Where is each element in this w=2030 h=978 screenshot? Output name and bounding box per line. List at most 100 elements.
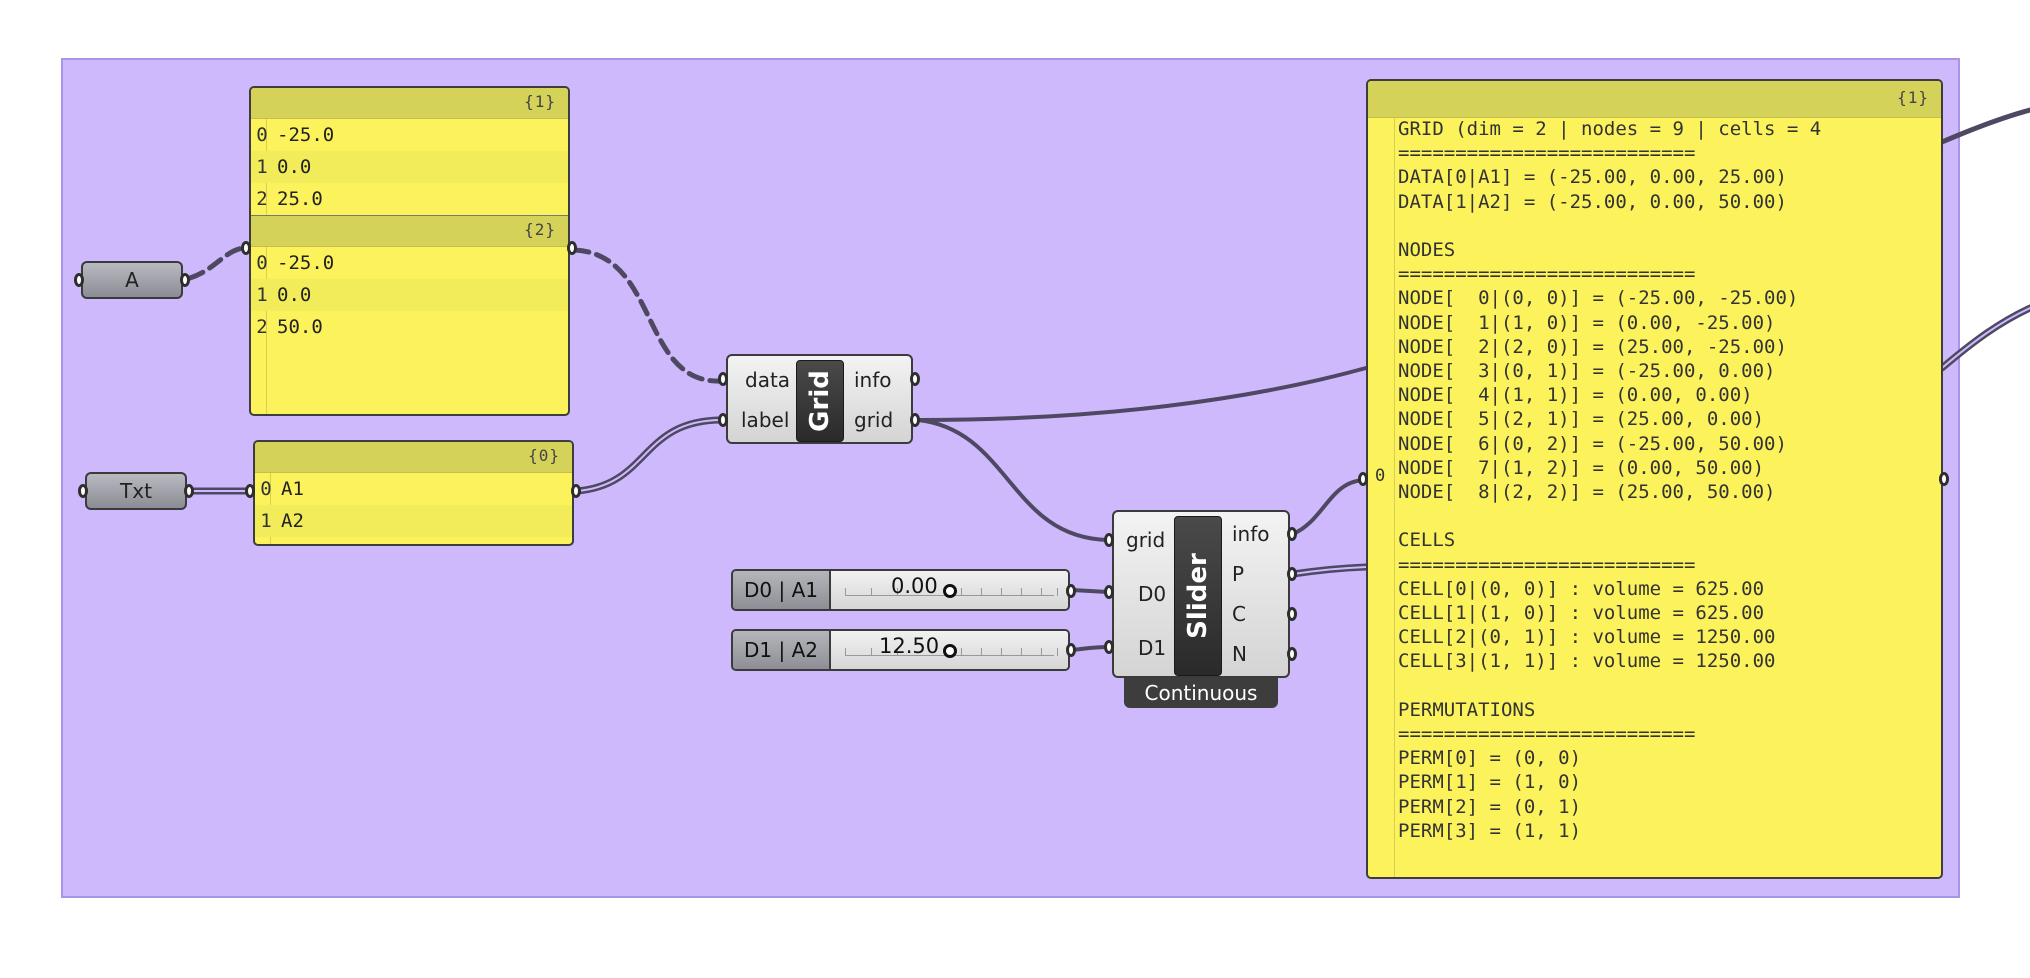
- output-line: PERMUTATIONS: [1398, 698, 1536, 721]
- output-line: NODE[ 5|(2, 1)] = (25.00, 0.00): [1398, 408, 1765, 431]
- param-a-label: A: [125, 268, 139, 292]
- slider-output-p: P: [1232, 562, 1245, 586]
- output-line: PERM[1] = (1, 0): [1398, 771, 1582, 794]
- output-line: DATA[1|A2] = (-25.00, 0.00, 50.00): [1398, 190, 1787, 213]
- slider-grid-grip[interactable]: [1104, 533, 1114, 547]
- grid-grid-grip[interactable]: [910, 413, 920, 427]
- grid-component[interactable]: data label Grid info grid: [726, 354, 913, 444]
- slider-d1[interactable]: D1 | A2 12.50: [731, 629, 1070, 671]
- slider-n-grip[interactable]: [1287, 647, 1297, 661]
- text-panel-output-grip[interactable]: [571, 484, 581, 498]
- slider-d0[interactable]: D0 | A1 0.00: [731, 569, 1070, 611]
- slider-c-grip[interactable]: [1287, 607, 1297, 621]
- output-line: NODE[ 6|(0, 2)] = (-25.00, 50.00): [1398, 432, 1787, 455]
- slider-d0-knob[interactable]: [943, 584, 957, 598]
- grid-input-data: data: [745, 368, 791, 392]
- param-a-input-grip[interactable]: [74, 273, 84, 287]
- slider-d1-track[interactable]: 12.50: [831, 631, 1068, 669]
- grid-output-info: info: [854, 368, 892, 392]
- slider-d1-label: D1 | A2: [733, 631, 831, 669]
- panel-gutter: [266, 88, 267, 414]
- output-line: [1398, 674, 1933, 698]
- slider-output-c: C: [1232, 602, 1246, 626]
- param-a[interactable]: A: [81, 261, 183, 299]
- slider-d1-output-grip[interactable]: [1066, 643, 1076, 657]
- branch-path: {1}: [1897, 88, 1929, 107]
- output-line: NODE[ 1|(1, 0)] = (0.00, -25.00): [1398, 311, 1776, 334]
- output-line: PERM[3] = (1, 1): [1398, 819, 1582, 842]
- param-txt-output-grip[interactable]: [184, 484, 194, 498]
- grid-data-grip[interactable]: [718, 372, 728, 386]
- output-panel-input-grip[interactable]: [1358, 472, 1368, 486]
- grid-info-grip[interactable]: [910, 372, 920, 386]
- param-a-output-grip[interactable]: [180, 273, 190, 287]
- slider-d1-value: 12.50: [879, 634, 940, 658]
- grid-input-label: label: [741, 408, 790, 432]
- slider-d1-grip[interactable]: [1104, 640, 1114, 654]
- slider-mode-tag: Continuous: [1124, 678, 1278, 708]
- slider-d0-label: D0 | A1: [733, 571, 831, 609]
- branch-header: {1}: [1368, 81, 1941, 118]
- output-line: DATA[0|A1] = (-25.00, 0.00, 25.00): [1398, 166, 1787, 189]
- branch-path: {1}: [524, 92, 556, 111]
- slider-input-grid: grid: [1126, 528, 1166, 552]
- branch-path: {0}: [528, 446, 560, 465]
- branch-path: {2}: [524, 220, 556, 239]
- slider-d1-knob[interactable]: [943, 644, 957, 658]
- output-panel[interactable]: {1} GRID (dim = 2 | nodes = 9 | cells = …: [1366, 79, 1943, 879]
- branch-header: {1}: [251, 88, 568, 119]
- panel-gutter: [1394, 81, 1395, 877]
- slider-d0-grip[interactable]: [1104, 585, 1114, 599]
- list-item: 0-25.0: [256, 124, 335, 146]
- output-panel-output-grip[interactable]: [1939, 472, 1949, 486]
- output-line: ==========================: [1398, 723, 1696, 746]
- slider-component[interactable]: grid D0 D1 Slider info P C N: [1112, 510, 1290, 678]
- output-line: PERM[2] = (0, 1): [1398, 795, 1582, 818]
- branch-header: {2}: [251, 215, 568, 247]
- list-item: 0-25.0: [256, 252, 335, 274]
- output-line: NODES: [1398, 239, 1456, 262]
- output-panel-branch-index: 0: [1375, 466, 1386, 486]
- slider-p-grip[interactable]: [1287, 567, 1297, 581]
- output-line: CELLS: [1398, 529, 1456, 552]
- output-line: NODE[ 7|(1, 2)] = (0.00, 50.00): [1398, 456, 1765, 479]
- slider-info-grip[interactable]: [1287, 527, 1297, 541]
- output-line: NODE[ 4|(1, 1)] = (0.00, 0.00): [1398, 384, 1753, 407]
- data-panel-input-grip[interactable]: [241, 241, 251, 255]
- output-line: [1398, 504, 1933, 528]
- output-line: ==========================: [1398, 553, 1696, 576]
- text-panel-input-grip[interactable]: [245, 484, 255, 498]
- param-txt-input-grip[interactable]: [78, 484, 88, 498]
- branch-header: {0}: [255, 442, 572, 473]
- param-txt-label: Txt: [120, 479, 152, 503]
- slider-output-info: info: [1232, 522, 1270, 546]
- panel-gutter: [270, 442, 271, 544]
- grid-component-name: Grid: [796, 360, 844, 442]
- output-line: NODE[ 8|(2, 2)] = (25.00, 50.00): [1398, 481, 1776, 504]
- slider-d0-track[interactable]: 0.00: [831, 571, 1068, 609]
- output-line: NODE[ 0|(0, 0)] = (-25.00, -25.00): [1398, 287, 1799, 310]
- output-line: CELL[3|(1, 1)] : volume = 1250.00: [1398, 650, 1776, 673]
- grid-output-grid: grid: [854, 408, 894, 432]
- data-panel-output-grip[interactable]: [567, 241, 577, 255]
- output-line: PERM[0] = (0, 0): [1398, 747, 1582, 770]
- output-line: CELL[2|(0, 1)] : volume = 1250.00: [1398, 626, 1776, 649]
- grid-label-grip[interactable]: [718, 413, 728, 427]
- slider-output-n: N: [1232, 642, 1247, 666]
- output-line: [1398, 214, 1933, 238]
- output-line: NODE[ 3|(0, 1)] = (-25.00, 0.00): [1398, 360, 1776, 383]
- param-txt[interactable]: Txt: [85, 472, 187, 510]
- output-line: NODE[ 2|(2, 0)] = (25.00, -25.00): [1398, 335, 1787, 358]
- output-line: CELL[0|(0, 0)] : volume = 625.00: [1398, 577, 1765, 600]
- slider-d0-output-grip[interactable]: [1066, 584, 1076, 598]
- slider-input-d1: D1: [1138, 636, 1167, 660]
- output-text: GRID (dim = 2 | nodes = 9 | cells = 4===…: [1398, 117, 1933, 843]
